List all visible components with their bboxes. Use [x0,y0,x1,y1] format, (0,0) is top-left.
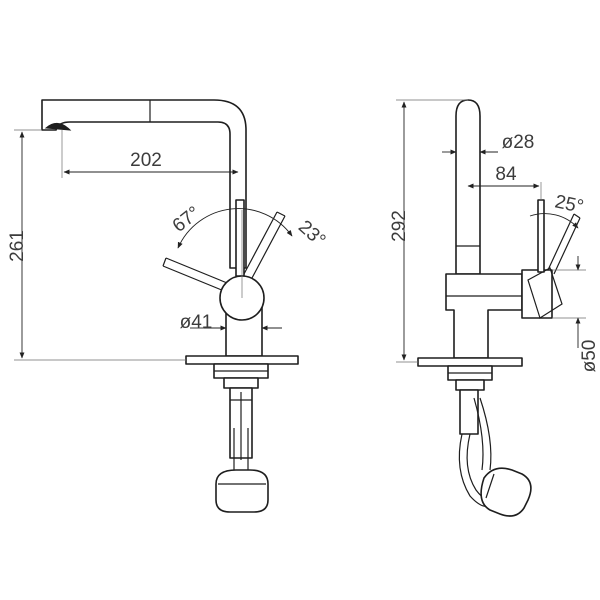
side-deck-plate [417,357,523,367]
front-lever-upright [235,199,245,277]
front-lever-fwd-a [165,257,233,286]
side-handle-diameter-label: ø50 [579,340,600,373]
front-spout [41,99,247,269]
side-view: 292 ø28 84 25° ø50 [389,99,600,517]
front-spout-nozzle [44,123,72,131]
front-angle-forward-label: 67° [169,203,205,237]
side-spout-diameter-label: ø28 [502,132,535,153]
front-reach-label: 202 [130,150,162,171]
side-offset-label: 84 [495,164,517,185]
front-lever-back-tip [276,211,286,217]
front-deck-plate [185,355,299,365]
side-spout-column [455,99,481,275]
side-shank [459,389,479,435]
side-washer [455,379,485,391]
front-lever-fwd-tip [162,257,167,267]
side-body [445,273,523,359]
side-height-label: 292 [389,210,410,242]
side-angle-arc [529,213,579,229]
front-washer [223,377,259,389]
side-lever-tilted-tip [573,213,581,219]
front-angle-arc [177,208,293,249]
side-counterweight-line [485,473,495,499]
front-lever-back-a [243,211,278,275]
front-lever-back-b [251,215,286,279]
front-diameter-label: ø41 [180,312,213,333]
front-height-label: 261 [7,230,28,262]
side-handle-cylinder [521,269,553,319]
side-lever-tilted-a [547,213,575,271]
side-angle-label: 25° [553,191,585,218]
front-angle-back-label: 23° [294,216,329,251]
front-lever-fwd-b [162,265,230,294]
side-hose-straight-a [473,397,484,471]
side-counterweight [480,467,532,517]
side-hose-straight-b [479,397,492,471]
side-lever-upright [537,199,545,273]
front-counterweight [215,469,269,513]
front-view: 261 202 67° 23° ø41 [7,99,329,513]
